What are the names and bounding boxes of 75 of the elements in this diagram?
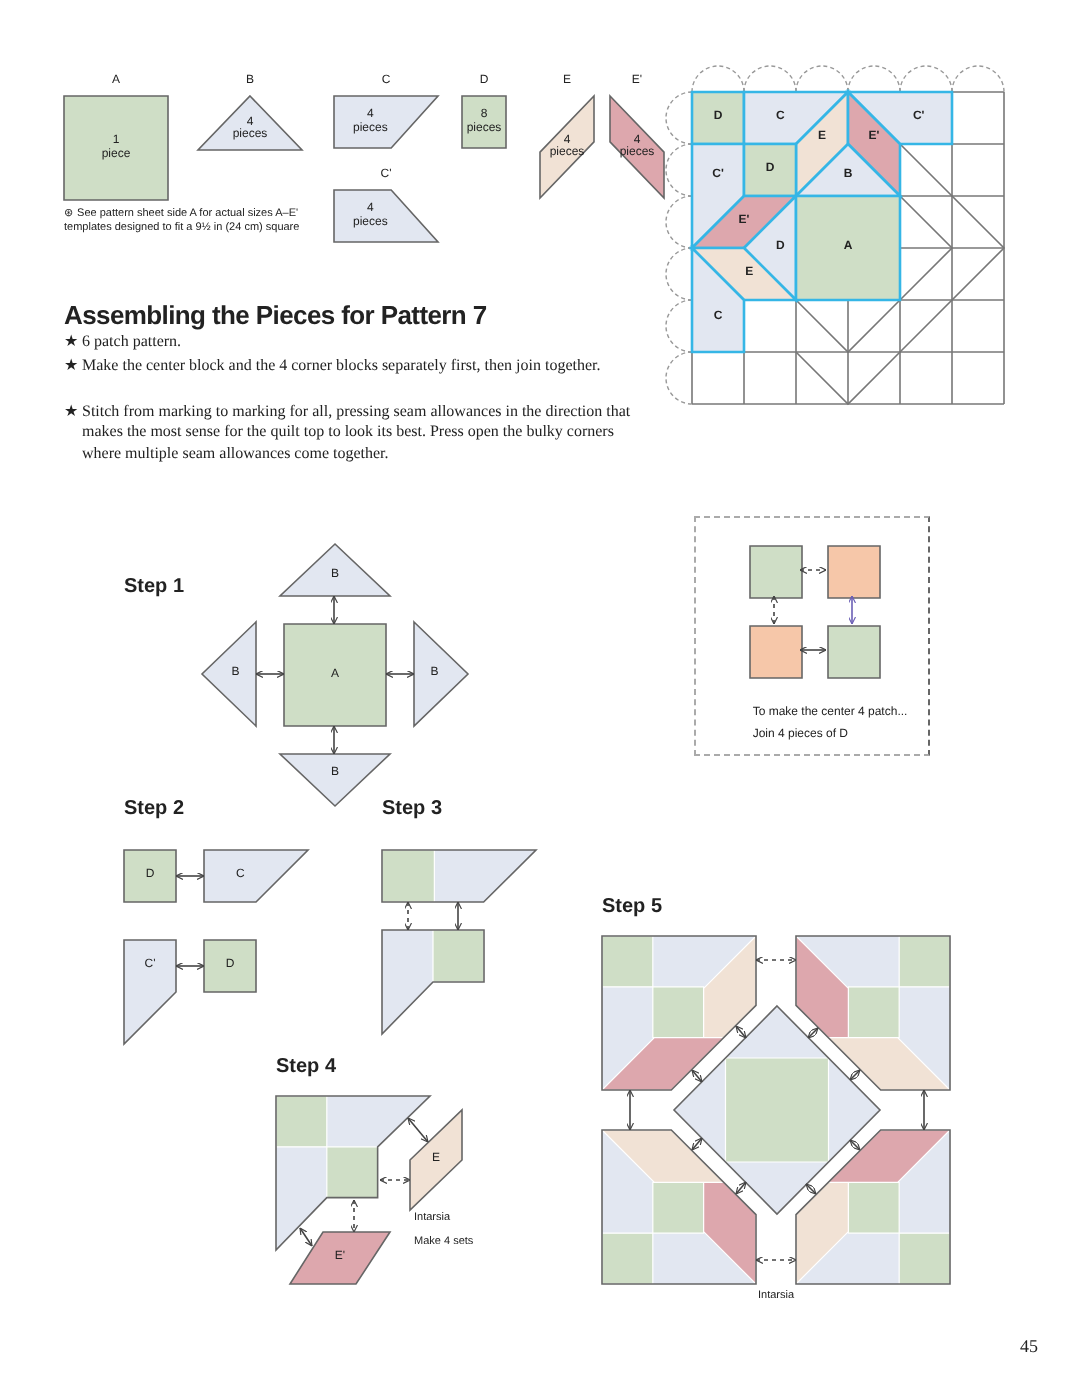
fabric-piece [828,626,880,678]
double-arrow [691,1069,703,1083]
template-piece [334,72,438,148]
step-heading: Step 2 [124,796,185,822]
double-arrow [175,871,205,881]
pieced-block [602,936,756,1090]
double-arrow [407,1117,429,1143]
quilt-piece [744,144,796,196]
double-arrow [805,1183,817,1195]
double-arrow [755,1255,797,1265]
double-arrow [799,645,827,655]
quilt-piece [796,144,900,196]
double-arrow [299,1227,313,1247]
page-number: 45 [1020,1336,1038,1360]
double-arrow [385,669,415,679]
pieced-unit [382,850,536,902]
step-heading: Step 4 [276,1054,337,1080]
quilt-piece [848,92,952,144]
double-arrow [349,1199,359,1233]
double-arrow [453,901,463,931]
double-arrow [849,1139,861,1151]
quilt-piece [692,248,796,300]
pieced-block [796,936,950,1090]
fabric-piece [828,546,880,598]
step-heading: Step 3 [382,796,443,822]
quilt-piece [692,248,744,352]
template-piece [198,72,302,150]
fabric-piece [204,850,308,902]
double-arrow [403,901,413,931]
double-arrow [625,1089,635,1131]
double-arrow [807,1027,819,1039]
fabric-piece [750,626,802,678]
template-piece [334,166,438,242]
double-arrow [735,1181,747,1195]
quilt-piece [848,92,900,196]
fabric-piece [124,940,176,1044]
step-heading: Step 1 [124,574,185,600]
quilt-piece [796,196,900,300]
instruction-bullet: ★ Make the center block and the 4 corner blocks separately first, then join together. [64,356,603,377]
template-piece [610,72,664,198]
double-arrow [849,1069,861,1081]
double-arrow [255,669,285,679]
fabric-piece [750,546,802,598]
double-arrow [769,595,779,625]
double-arrow [329,595,339,625]
step-heading: Step 5 [602,894,663,920]
pieced-block [796,1130,950,1284]
fabric-piece [204,940,256,992]
section-heading: Assembling the Pieces for Pattern 7 [64,300,487,330]
double-arrow [755,955,797,965]
double-arrow [799,565,827,575]
fabric-piece [202,622,256,726]
template-piece [64,72,168,200]
instruction-panel [694,516,930,756]
instruction-bullet: ★ Stitch from marking to marking for all, pressing seam allowances in the direction that makes the most sense for the quilt top to look its best. Press open the bulky corners where multiple seam allowances come together. [64,402,633,465]
fabric-piece [284,624,386,726]
fabric-piece [414,622,468,726]
double-arrow [329,725,339,755]
template-piece [462,72,506,148]
pieced-unit [382,930,484,1034]
pieced-block [602,1130,756,1284]
template-piece [540,72,594,198]
double-arrow [735,1025,747,1039]
quilt-piece [744,92,848,144]
fabric-piece [124,850,176,902]
fabric-piece [290,1232,390,1284]
instruction-bullet: ★ 6 patch pattern. [64,332,184,353]
double-arrow [175,961,205,971]
double-arrow [379,1175,411,1185]
fabric-piece [410,1110,462,1210]
quilt-piece [692,92,744,144]
double-arrow [847,595,857,625]
double-arrow [691,1137,703,1151]
fabric-piece [280,544,390,596]
double-arrow [919,1089,929,1131]
